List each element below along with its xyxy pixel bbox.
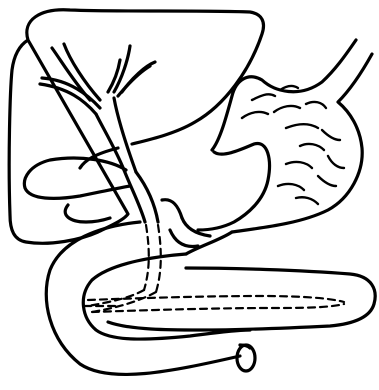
liver-outline: [9, 10, 263, 243]
biliary-tree: [40, 44, 158, 222]
pancreatic-duct: [84, 296, 344, 312]
duodenum-cut-end: [237, 345, 255, 371]
pylorus: [170, 218, 232, 254]
